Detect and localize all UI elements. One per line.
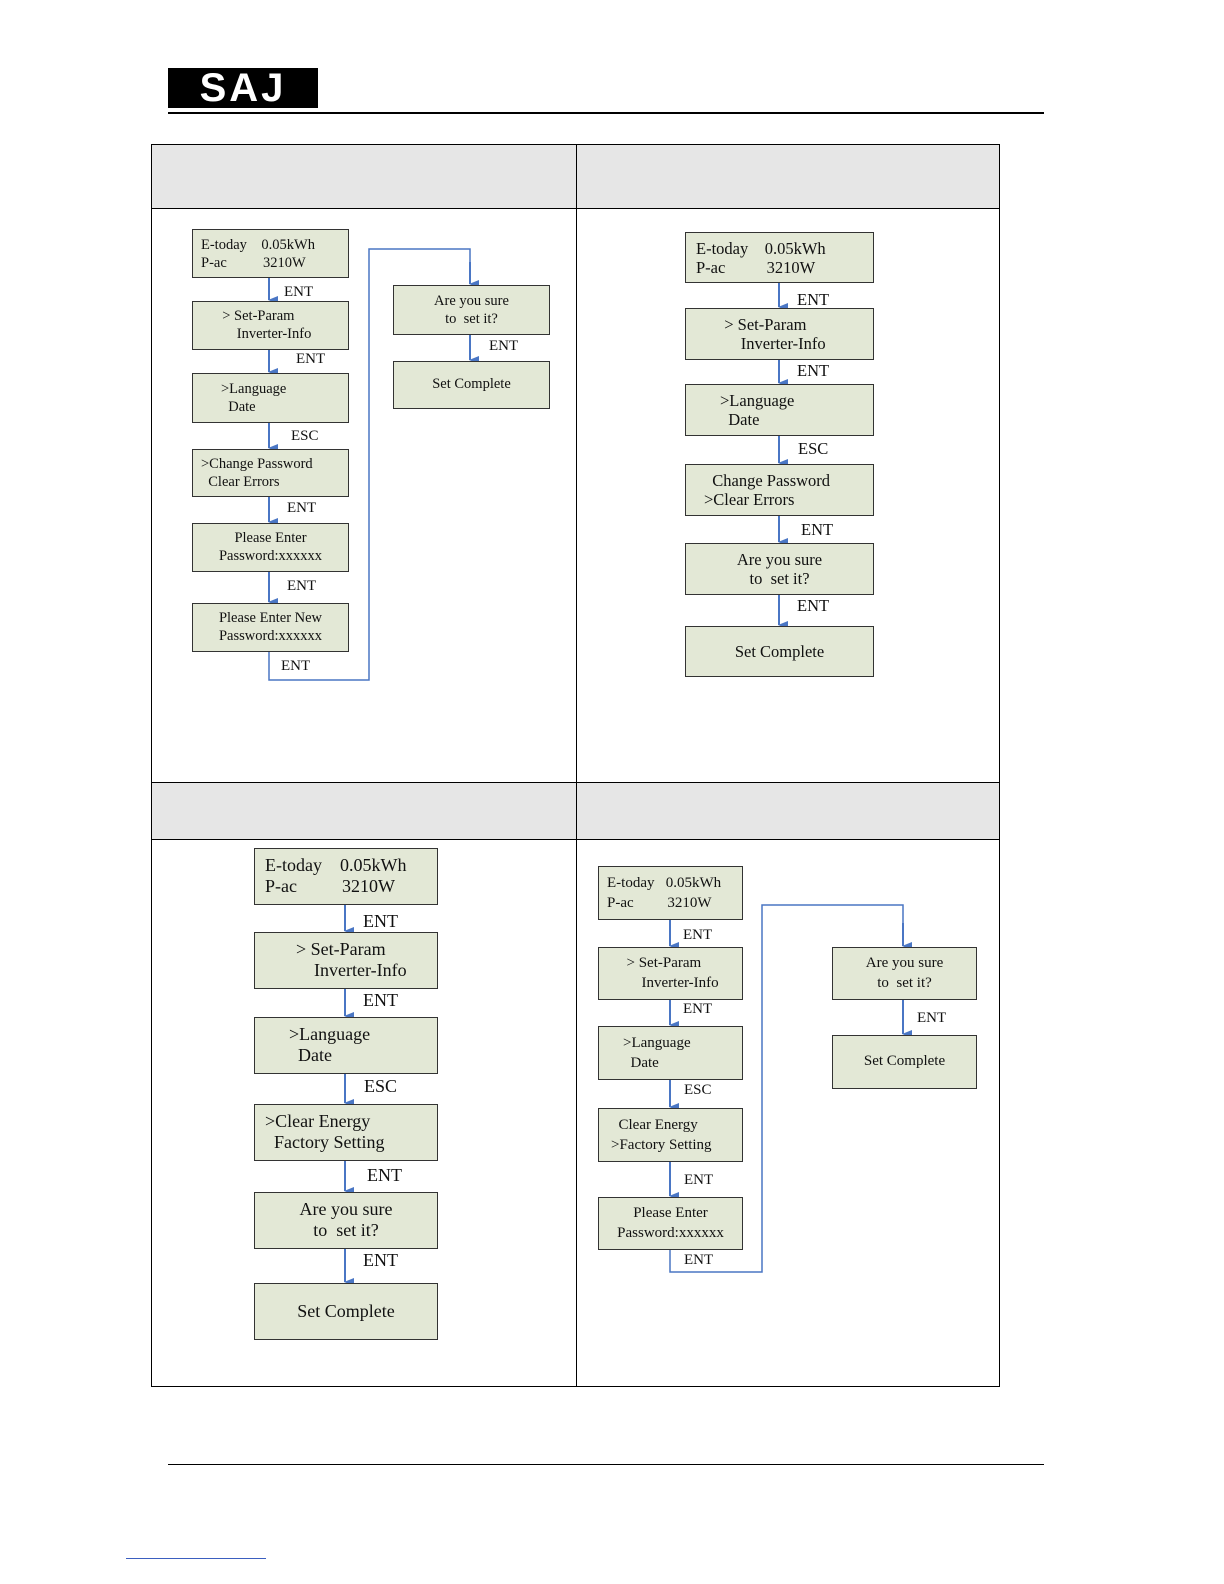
d2-screen-set-param: > Set-Param Inverter-Info [685, 308, 874, 360]
d3-key-1: ENT [363, 911, 398, 931]
flow-table [151, 144, 1000, 1387]
d3-screen-set-param: > Set-Param Inverter-Info [254, 932, 438, 989]
d2-key-1: ENT [797, 290, 830, 309]
d3-key-2: ENT [363, 990, 398, 1010]
d3-key-3: ESC [364, 1076, 398, 1096]
d1-key-1: ENT [284, 284, 314, 300]
d2-screen-confirm: Are you sure to set it? [685, 543, 874, 595]
d4-key-1: ENT [683, 927, 713, 943]
footer-rule [168, 1464, 1044, 1465]
d4-key-3: ESC [684, 1082, 712, 1098]
d4-key-6: ENT [917, 1010, 947, 1026]
d4-screen-set-param: > Set-Param Inverter-Info [598, 947, 743, 1000]
d2-screen-home: E-today 0.05kWh P-ac 3210W [685, 232, 874, 283]
d3-key-5: ENT [363, 1250, 398, 1270]
saj-logo: SAJ [168, 68, 318, 108]
header-rule [168, 112, 1044, 114]
d3-screen-confirm: Are you sure to set it? [254, 1192, 438, 1249]
d2-key-4: ENT [801, 520, 834, 539]
d4-key-4: ENT [684, 1172, 714, 1188]
grid-divider-vertical [576, 145, 577, 1386]
d1-key-6: ENT [281, 658, 311, 674]
d3-screen-home: E-today 0.05kWh P-ac 3210W [254, 848, 438, 905]
grid-divider-h1 [152, 208, 999, 209]
d3-screen-clear-energy: >Clear Energy Factory Setting [254, 1104, 438, 1161]
d4-screen-home: E-today 0.05kWh P-ac 3210W [598, 866, 743, 920]
d4-key-2: ENT [683, 1001, 713, 1017]
d2-key-2: ENT [797, 361, 830, 380]
d1-key-5: ENT [287, 578, 317, 594]
d1-key-4: ENT [287, 500, 317, 516]
d3-screen-language: >Language Date [254, 1017, 438, 1074]
d2-key-5: ENT [797, 596, 830, 615]
d1-screen-confirm: Are you sure to set it? [393, 285, 550, 335]
d1-screen-enter-password: Please Enter Password:xxxxxx [192, 523, 349, 572]
d3-screen-complete: Set Complete [254, 1283, 438, 1340]
d2-screen-complete: Set Complete [685, 626, 874, 677]
d4-screen-confirm: Are you sure to set it? [832, 947, 977, 1000]
grid-divider-h2 [152, 782, 999, 783]
logo-text: SAJ [199, 66, 287, 110]
d1-screen-home: E-today 0.05kWh P-ac 3210W [192, 229, 349, 278]
d4-screen-language: >Language Date [598, 1026, 743, 1080]
d1-connector [268, 248, 471, 681]
cell-header-top-left [152, 145, 576, 208]
cell-header-top-right [576, 145, 999, 208]
d1-key-3: ESC [291, 428, 319, 444]
d4-key-5: ENT [684, 1252, 714, 1268]
d2-key-3: ESC [798, 439, 829, 458]
d2-screen-clear-errors: Change Password >Clear Errors [685, 464, 874, 516]
grid-divider-h3 [152, 839, 999, 840]
d1-screen-complete: Set Complete [393, 361, 550, 409]
d2-screen-language: >Language Date [685, 384, 874, 436]
d1-screen-change-password: >Change Password Clear Errors [192, 449, 349, 497]
cell-header-bottom-right [576, 782, 999, 839]
d4-screen-complete: Set Complete [832, 1035, 977, 1089]
d4-connector [669, 904, 904, 1273]
d1-screen-enter-new-password: Please Enter New Password:xxxxxx [192, 603, 349, 652]
d3-key-4: ENT [367, 1165, 402, 1185]
footer-link-underline [126, 1558, 266, 1559]
d1-screen-set-param: > Set-Param Inverter-Info [192, 301, 349, 350]
d4-screen-enter-password: Please Enter Password:xxxxxx [598, 1197, 743, 1250]
d1-screen-language: >Language Date [192, 373, 349, 423]
cell-header-bottom-left [152, 782, 576, 839]
d1-key-7: ENT [489, 338, 519, 354]
d4-screen-factory-setting: Clear Energy >Factory Setting [598, 1108, 743, 1162]
d1-key-2: ENT [296, 351, 326, 367]
